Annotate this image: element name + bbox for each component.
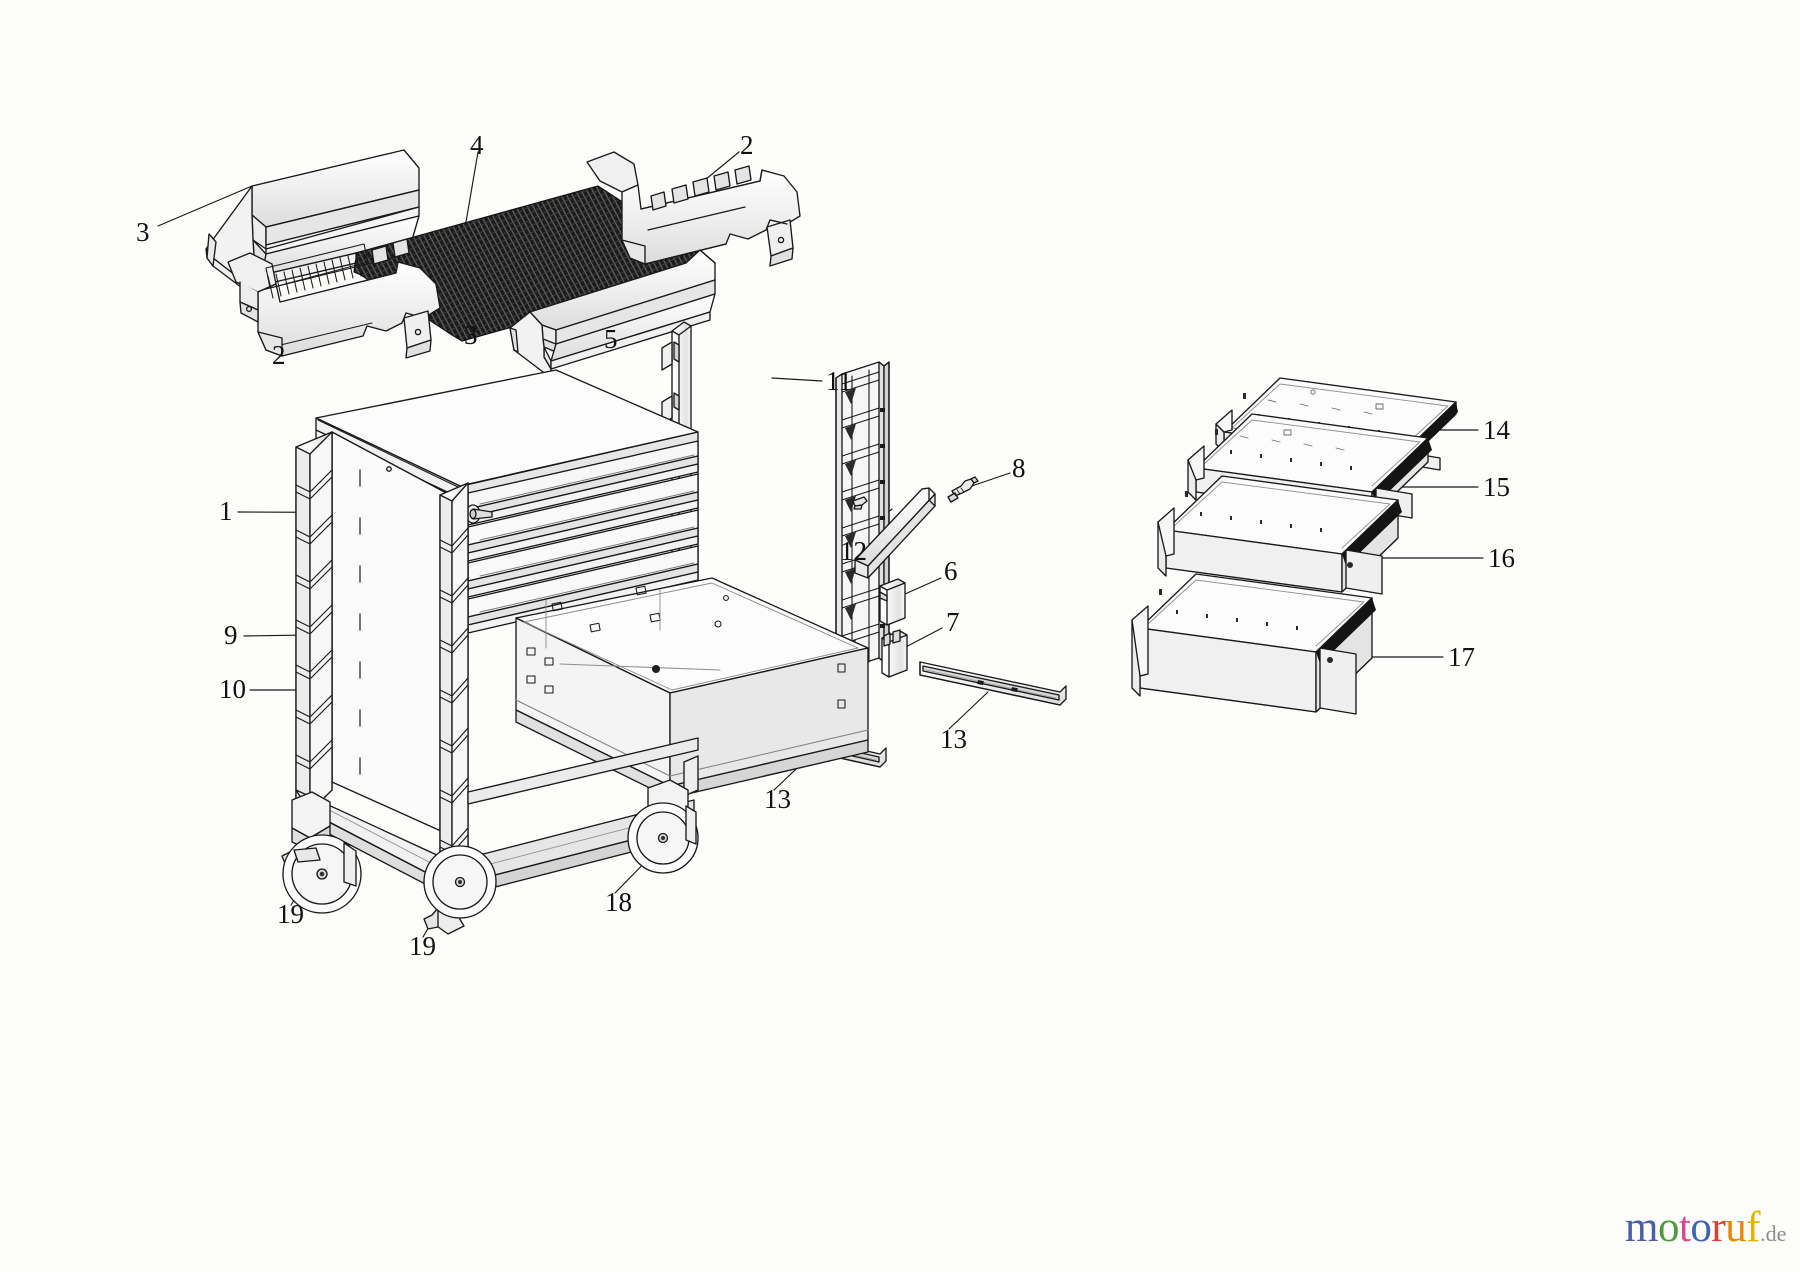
- callout-2-a: 2: [740, 130, 754, 160]
- callout-13-a: 13: [940, 724, 967, 754]
- callout-17: 17: [1448, 642, 1475, 672]
- part-2-push-handle-right: [586, 151, 801, 267]
- callout-14: 14: [1483, 415, 1510, 445]
- logo-suffix: .de: [1760, 1221, 1787, 1246]
- part-11-drawer-latch-rail: [835, 361, 890, 675]
- part-2-push-handle-left: [227, 238, 441, 359]
- logo-letter-m: m: [1625, 1204, 1658, 1251]
- callout-8: 8: [1012, 453, 1026, 483]
- callout-9: 9: [224, 620, 238, 650]
- callout-12: 12: [840, 536, 867, 566]
- part-1-lock-cylinder: [465, 504, 493, 524]
- part-8-screw-fastener: [947, 476, 979, 503]
- callout-16: 16: [1488, 543, 1515, 573]
- part-6-plastic-spacer-block: [879, 578, 906, 626]
- logo-letter-u: u: [1725, 1204, 1747, 1251]
- cabinet-body: [281, 369, 869, 935]
- callout-7: 7: [946, 607, 960, 637]
- callout-6: 6: [944, 556, 958, 586]
- callout-19-b: 19: [409, 931, 436, 961]
- callout-10: 10: [219, 674, 246, 704]
- logo-letter-r: r: [1711, 1204, 1726, 1251]
- logo-letter-o1: o: [1657, 1204, 1680, 1251]
- corner-post-front-left: [295, 431, 333, 813]
- part-19-swivel-caster-left: [281, 791, 362, 914]
- part-3-top-side-rail-right: [509, 249, 716, 379]
- part-12-horizontal-cross-bar: [854, 487, 936, 579]
- part-8-clip-small: [852, 496, 868, 510]
- part-19-swivel-caster-mid: [423, 845, 497, 935]
- part-18-fixed-caster: [627, 779, 699, 874]
- logo-letter-o2: o: [1690, 1204, 1712, 1251]
- part-7-plastic-spacer-cap: [881, 629, 908, 678]
- callout-3-b: 3: [464, 320, 478, 350]
- part-16-drawer-medium: [1157, 475, 1402, 595]
- motoruf-logo: motoruf.de: [1625, 1206, 1786, 1249]
- callout-13-b: 13: [764, 784, 791, 814]
- drawer-front-stack: [467, 440, 699, 634]
- logo-letter-f: f: [1746, 1204, 1761, 1251]
- callout-18: 18: [605, 887, 632, 917]
- callout-5: 5: [604, 324, 618, 354]
- open-drawer-box: [515, 577, 869, 799]
- callout-19-a: 19: [277, 899, 304, 929]
- callout-1: 1: [219, 496, 233, 526]
- corner-post-front-right: [439, 482, 469, 875]
- callout-11: 11: [826, 366, 852, 396]
- part-17-drawer-deep: [1131, 573, 1376, 715]
- callout-3-a: 3: [136, 217, 150, 247]
- callout-2-b: 2: [272, 340, 286, 370]
- logo-letter-t: t: [1678, 1204, 1691, 1251]
- part-13-drawer-slide-upper: [919, 661, 1067, 706]
- callout-4: 4: [470, 130, 484, 160]
- callout-15: 15: [1483, 472, 1510, 502]
